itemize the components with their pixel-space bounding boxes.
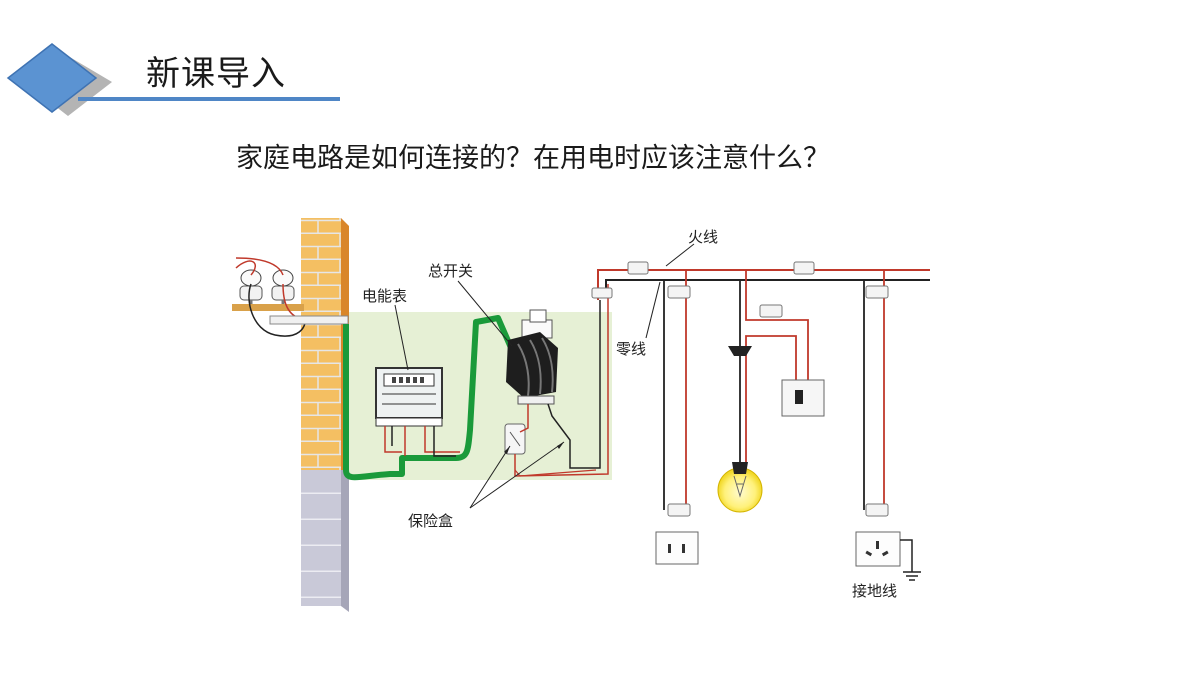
light-bulb-icon	[717, 462, 763, 513]
label-ground-wire: 接地线	[852, 582, 897, 600]
brick-wall	[301, 218, 349, 612]
ceiling-rose-icon	[728, 346, 752, 356]
label-fuse-box: 保险盒	[408, 512, 453, 530]
page-title: 新课导入	[146, 54, 286, 94]
electric-meter	[375, 367, 443, 427]
label-neutral-wire: 零线	[616, 340, 646, 358]
label-main-switch: 总开关	[428, 262, 473, 280]
three-pin-outlet	[855, 531, 901, 567]
label-live-wire: 火线	[688, 228, 718, 246]
light-switch	[781, 379, 825, 417]
ground-symbol-icon	[903, 571, 921, 581]
label-meter: 电能表	[362, 287, 407, 305]
outdoor-insulators	[232, 257, 349, 337]
two-pin-outlet	[655, 531, 699, 565]
title-underline	[78, 97, 340, 101]
green-cable	[343, 315, 515, 481]
main-switch	[506, 309, 558, 405]
lead-question: 家庭电路是如何连接的？在用电时应该注意什么？	[236, 143, 830, 174]
